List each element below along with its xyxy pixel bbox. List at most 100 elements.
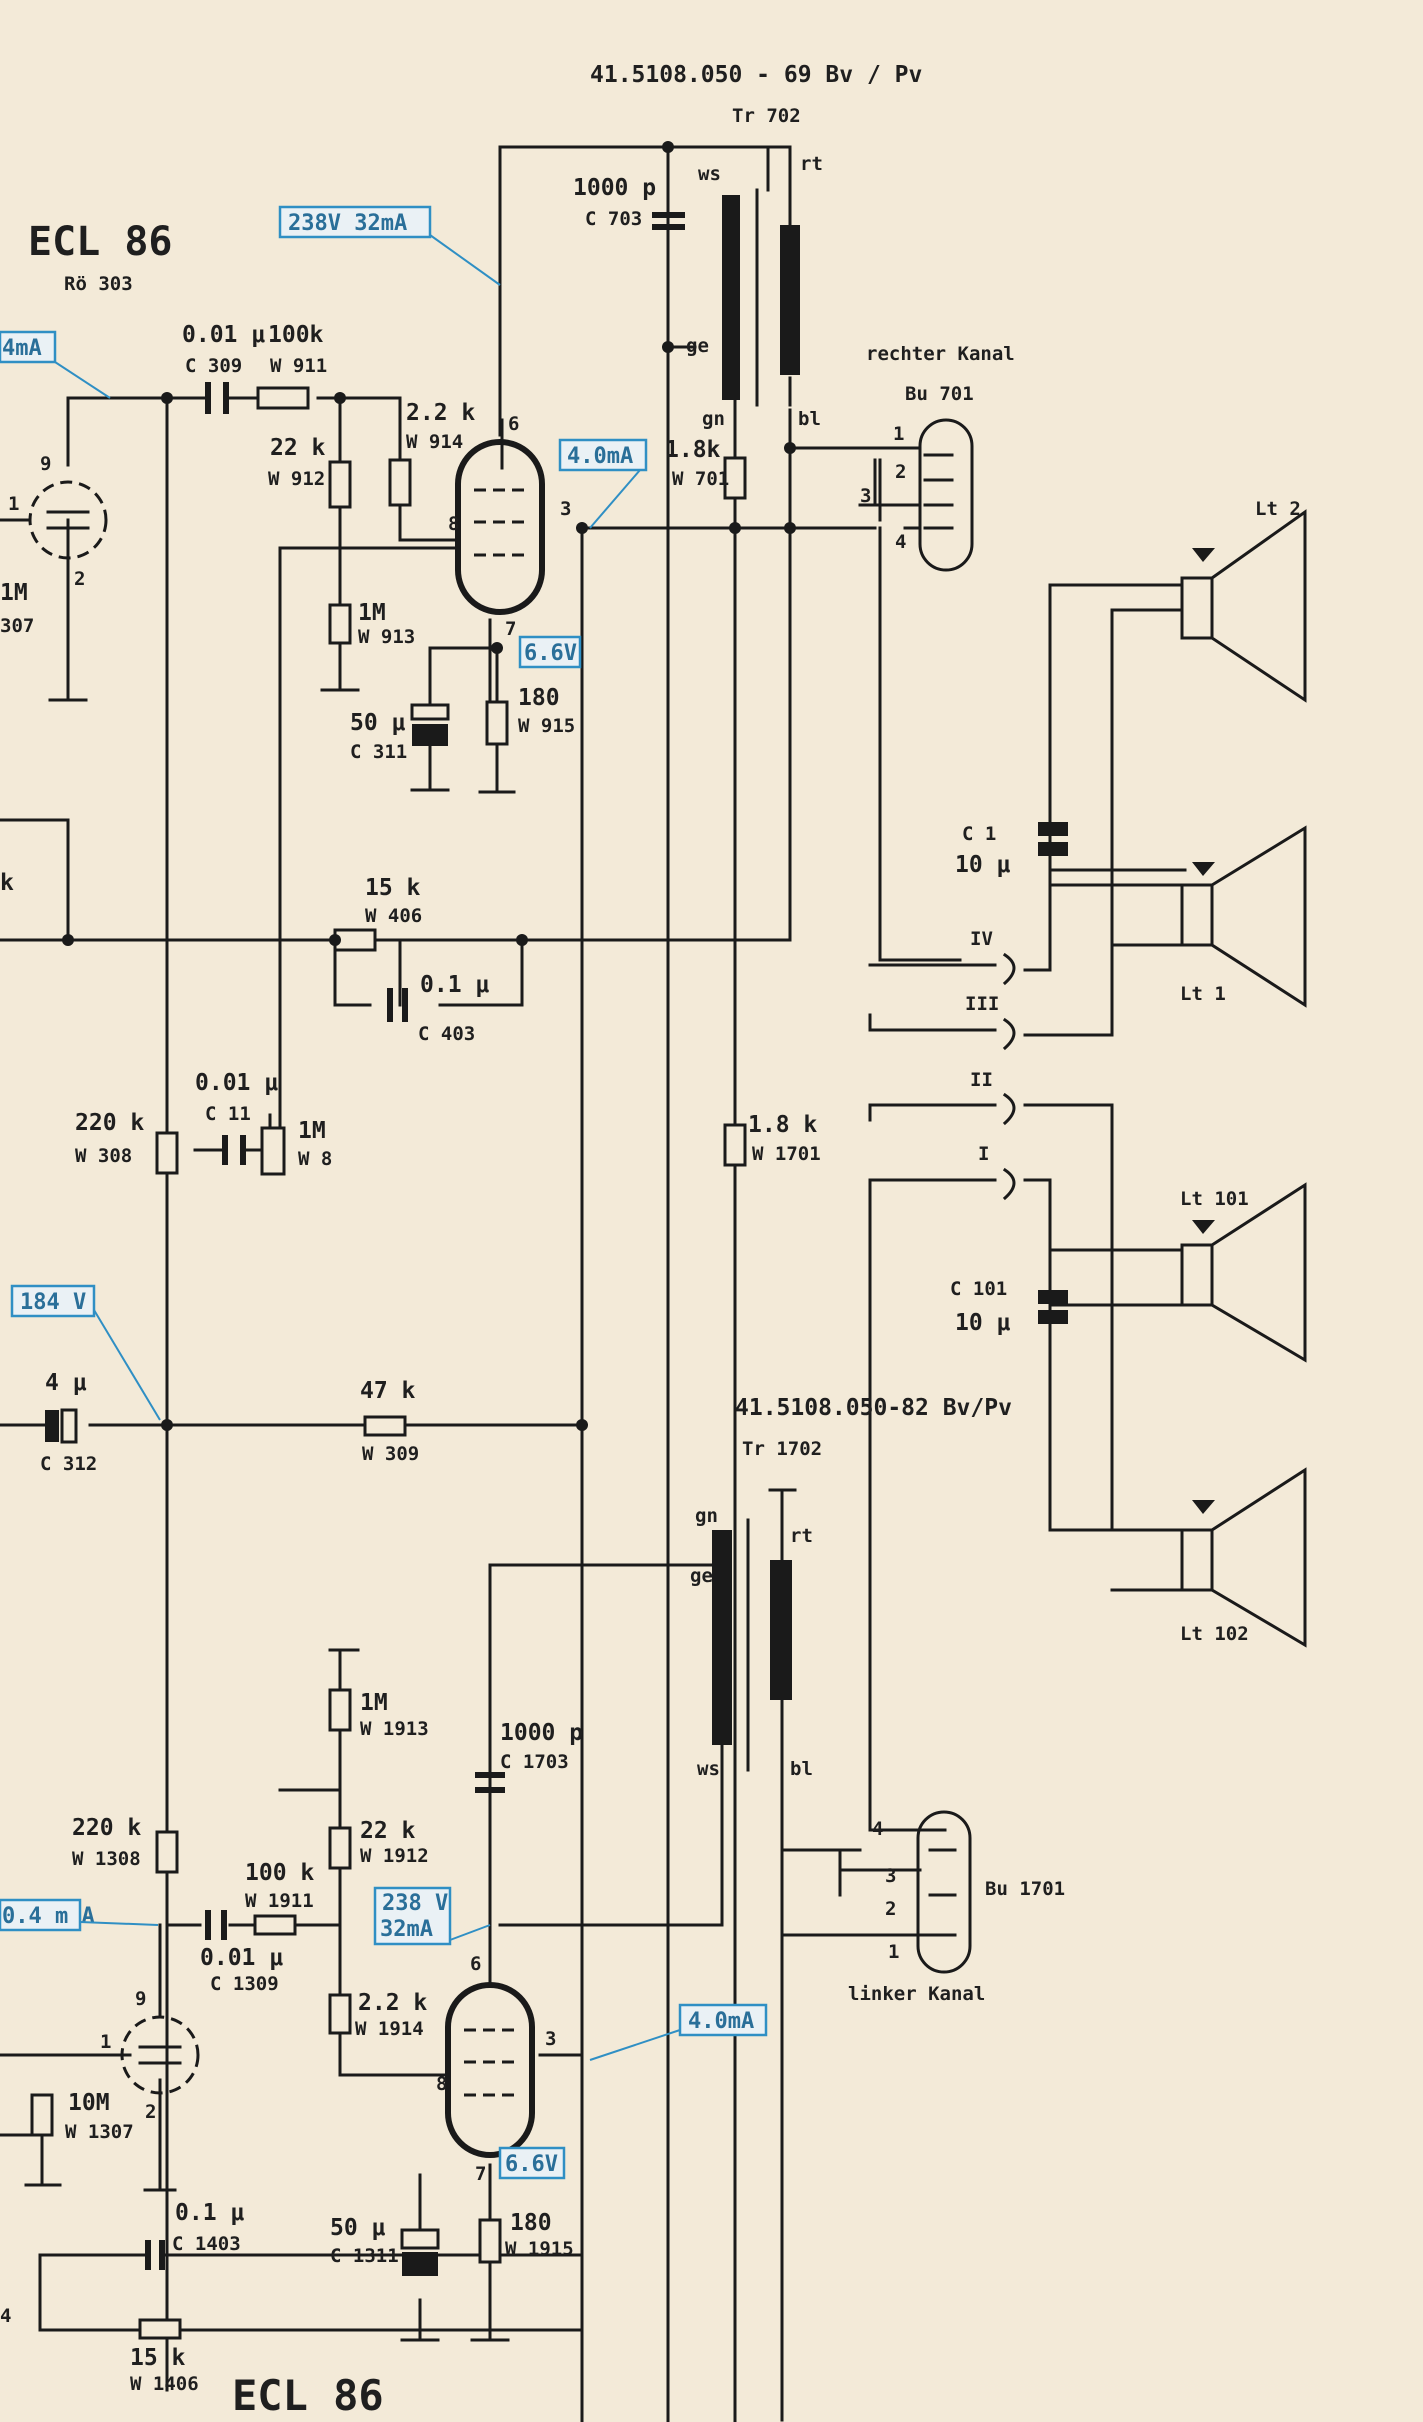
tube-type-upper: ECL 86 bbox=[28, 219, 173, 265]
c11-value: 0.01 μ bbox=[195, 1070, 278, 1096]
c1403-ref: C 1403 bbox=[172, 2233, 241, 2255]
speaker-lt101: Lt 101 bbox=[1048, 1182, 1307, 1363]
svg-text:184 V: 184 V bbox=[20, 1290, 86, 1315]
capacitor-c101: C 101 10 μ bbox=[950, 1248, 1068, 1532]
transformer-ref-tr1702: Tr 1702 bbox=[742, 1438, 822, 1460]
w1307-value: 10M bbox=[68, 2090, 110, 2116]
connector-lower-pin-4: 4 bbox=[872, 1818, 883, 1840]
speaker-lt102-label: Lt 102 bbox=[1180, 1623, 1249, 1645]
pin-7-upper-pentode: 7 bbox=[505, 618, 516, 640]
pin-7-lower-pentode: 7 bbox=[475, 2163, 486, 2185]
c11-ref: C 11 bbox=[205, 1103, 251, 1125]
transformer-ref-tr702: Tr 702 bbox=[732, 105, 801, 127]
pin-2-upper-triode: 2 bbox=[74, 568, 85, 590]
transformer-part-number-upper: 41.5108.050 - 69 Bv / Pv bbox=[590, 62, 922, 88]
svg-text:238V 32mA: 238V 32mA bbox=[288, 211, 407, 236]
c1309-value: 0.01 μ bbox=[200, 1945, 283, 1971]
pin-8-upper-pentode: 8 bbox=[448, 513, 459, 535]
connector-upper-pin-1: 1 bbox=[893, 423, 904, 445]
connector-bu1701: 4 3 2 1 Bu 1701 linker Kanal bbox=[838, 1810, 1065, 2005]
w914-ref: W 914 bbox=[406, 431, 463, 453]
w308-value: 220 k bbox=[75, 1110, 144, 1136]
upper-triode: 9 1 2 1M 307 bbox=[0, 453, 108, 702]
connector-upper-pin-3: 3 bbox=[860, 485, 871, 507]
svg-text:6.6V: 6.6V bbox=[505, 2152, 558, 2177]
w1308-ref: W 1308 bbox=[72, 1848, 141, 1870]
tube-type-lower: ECL 86 bbox=[232, 2371, 384, 2420]
w1912-value: 22 k bbox=[360, 1818, 416, 1844]
w914-value: 2.2 k bbox=[406, 400, 475, 426]
c101-value: 10 μ bbox=[955, 1310, 1011, 1336]
lower-pentode: 6 8 3 7 bbox=[436, 1953, 556, 2185]
w911-value: 100k bbox=[268, 322, 324, 348]
callout-6-6v-lower: 6.6V bbox=[498, 2146, 566, 2180]
connector-upper-pin-4: 4 bbox=[895, 531, 906, 553]
lower-triode: 9 1 2 bbox=[100, 1923, 200, 2123]
c403-ref: C 403 bbox=[418, 1023, 475, 1045]
c1703-value: 1000 p bbox=[500, 1720, 583, 1746]
w1406-ref: W 1406 bbox=[130, 2373, 199, 2395]
pin-1-upper-triode: 1 bbox=[8, 493, 19, 515]
w1701-value: 1.8 k bbox=[748, 1112, 817, 1138]
w8-value: 1M bbox=[298, 1118, 326, 1144]
junction-dots bbox=[62, 141, 796, 1431]
connector-lower-label: linker Kanal bbox=[848, 1983, 985, 2005]
pin-6-upper-pentode: 6 bbox=[508, 413, 519, 435]
c1-ref: C 1 bbox=[962, 823, 996, 845]
middle-k-left: k bbox=[0, 870, 14, 896]
speaker-lt101-label: Lt 101 bbox=[1180, 1188, 1249, 1210]
winding-rt-upper: rt bbox=[800, 153, 823, 175]
pin-2-lower-triode: 2 bbox=[145, 2101, 156, 2123]
pin-3-upper-pentode: 3 bbox=[560, 498, 571, 520]
connector-upper-label: rechter Kanal bbox=[866, 343, 1015, 365]
callout-4-0ma-upper: 4.0mA bbox=[558, 438, 648, 472]
c311-ref: C 311 bbox=[350, 741, 407, 763]
w309-ref: W 309 bbox=[362, 1443, 419, 1465]
w911-ref: W 911 bbox=[270, 355, 327, 377]
w406-value: 15 k bbox=[365, 875, 421, 901]
callout-4ma-upper: 4mA bbox=[0, 330, 57, 364]
switch-pos-iv: IV bbox=[970, 928, 993, 950]
w1911-value: 100 k bbox=[245, 1860, 314, 1886]
speaker-lt1-label: Lt 1 bbox=[1180, 983, 1226, 1005]
pin-1-lower-triode: 1 bbox=[100, 2031, 111, 2053]
speaker-lt2-label: Lt 2 bbox=[1255, 498, 1301, 520]
svg-text:4.0mA: 4.0mA bbox=[688, 2009, 754, 2034]
pin-4-lower: 4 bbox=[0, 2305, 11, 2327]
svg-text:32mA: 32mA bbox=[380, 1917, 433, 1942]
connector-lower-pin-2: 2 bbox=[885, 1898, 896, 1920]
speaker-lt1: Lt 1 bbox=[1048, 825, 1307, 1008]
c1703-ref: C 1703 bbox=[500, 1751, 569, 1773]
winding-gn-upper: gn bbox=[702, 408, 725, 430]
lower-components: 1M W 1913 1000 p C 1703 220 k W 1308 22 … bbox=[0, 1688, 583, 2395]
w912-value: 22 k bbox=[270, 435, 326, 461]
capacitor-c1: C 1 10 μ bbox=[955, 822, 1068, 878]
pin-8-lower-pentode: 8 bbox=[436, 2073, 447, 2095]
winding-ws-lower: ws bbox=[697, 1758, 720, 1780]
upper-pentode: 6 8 3 7 bbox=[448, 413, 571, 640]
speaker-lt2: Lt 2 bbox=[1048, 498, 1307, 872]
w1701-ref: W 1701 bbox=[752, 1143, 821, 1165]
connector-upper-pin-2: 2 bbox=[895, 461, 906, 483]
winding-bl-lower: bl bbox=[790, 1758, 813, 1780]
transformer-tr1702: gn ge ws rt bl bbox=[488, 1488, 862, 2422]
tube-ref-upper: Rö 303 bbox=[64, 273, 133, 295]
c312-value: 4 μ bbox=[45, 1370, 87, 1396]
w913-value: 1M bbox=[358, 600, 386, 626]
callout-4-0ma-lower: 4.0mA bbox=[678, 2003, 768, 2037]
winding-gn-lower: gn bbox=[695, 1505, 718, 1527]
c311-value: 50 μ bbox=[350, 710, 406, 736]
w308-ref: W 308 bbox=[75, 1145, 132, 1167]
w913-ref: W 913 bbox=[358, 626, 415, 648]
middle-components: k 15 k W 406 0.1 μ C 403 220 k W 308 0.0… bbox=[0, 870, 821, 1475]
switch-pos-iii: III bbox=[965, 993, 999, 1015]
callout-184v: 184 V bbox=[10, 1284, 96, 1318]
connector-upper-ref: Bu 701 bbox=[905, 383, 974, 405]
c1309-ref: C 1309 bbox=[210, 1973, 279, 1995]
w309-value: 47 k bbox=[360, 1378, 416, 1404]
w915-ref: W 915 bbox=[518, 715, 575, 737]
c309-ref: C 309 bbox=[185, 355, 242, 377]
pin-9-upper-triode: 9 bbox=[40, 453, 51, 475]
c1-value: 10 μ bbox=[955, 852, 1011, 878]
svg-text:4mA: 4mA bbox=[2, 336, 42, 361]
